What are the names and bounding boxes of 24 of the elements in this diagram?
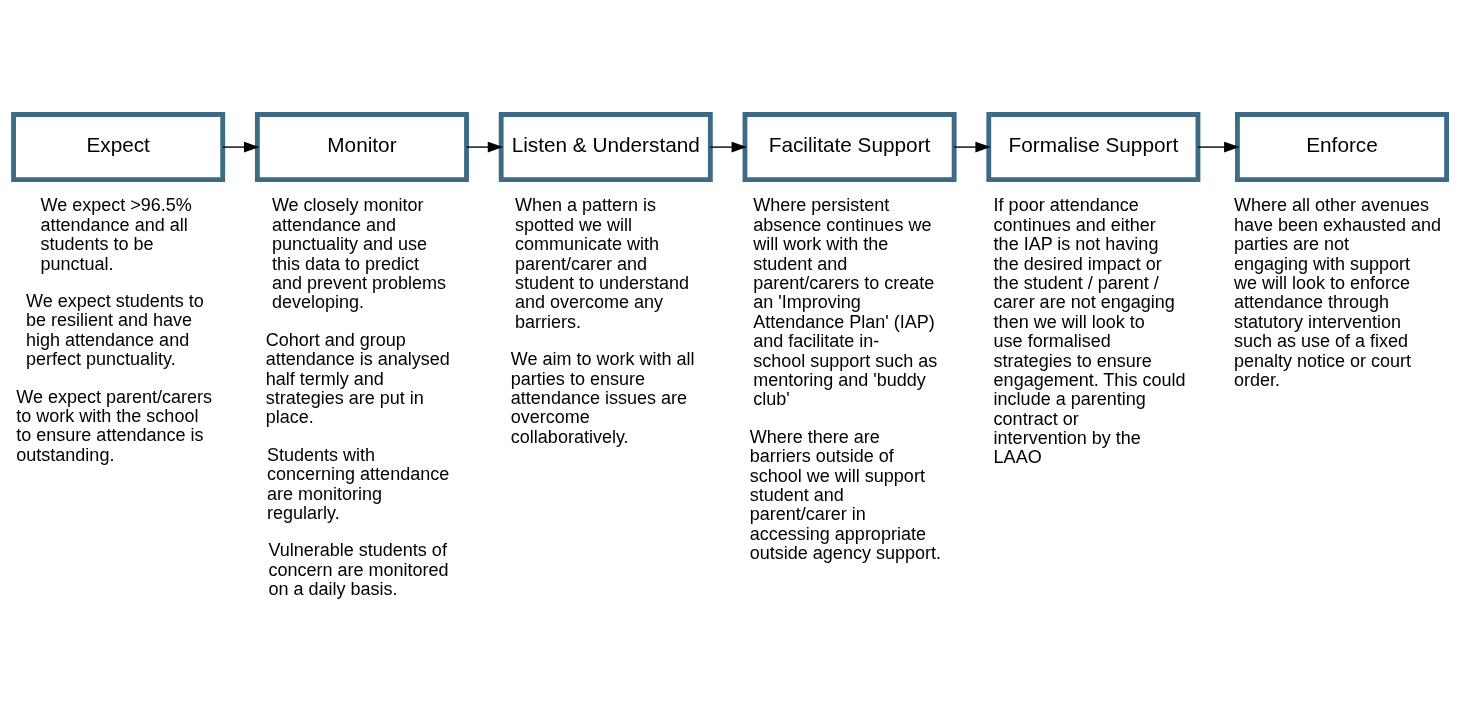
- arrow: [953, 141, 991, 152]
- node-label: When a pattern is spotted we will communicate with parent/carer and student to understand and overcome any barriers.: [515, 194, 690, 332]
- node-label: Vulnerable students of concern are monitored on a daily basis.: [268, 539, 449, 599]
- node-label: Where there are barriers outside of school we will support student and parent/carer in accessing appropriate outside agency support.: [749, 426, 941, 563]
- node-box: Enforce: [1235, 111, 1450, 182]
- arrow: [465, 141, 504, 152]
- node-label: Students with concerning attendance are monitoring regularly.: [267, 444, 450, 523]
- arrow: [1197, 141, 1240, 152]
- node-box: Monitor: [254, 111, 469, 182]
- node-label: We aim to work with all parties to ensure attendance issues are overcome collaboratively.: [510, 348, 695, 447]
- node-box: Formalise Support: [986, 111, 1201, 182]
- node-label: Where all other avenues have been exhausted and parties are not engaging with support we will look to enforce attendance through statutory intervention such as use of a fixed penalty notice or court order.: [1233, 194, 1442, 390]
- node-label: We expect students to be resilient and have high attendance and perfect punctuality.: [26, 290, 204, 369]
- node-box: Expect: [11, 111, 226, 182]
- arrow: [222, 141, 260, 152]
- node-label: Cohort and group attendance is analysed half termly and strategies are put in place.: [265, 329, 450, 427]
- node-box: Listen & Understand: [498, 111, 713, 182]
- node-label: We expect parent/carers to work with the school to ensure attendance is outstanding.: [16, 386, 213, 465]
- node-label: If poor attendance continues and either the IAP is not having the desired impact or the student / parent / carer are not engaging then we will look to use formalised strategies to ensure engagement. This could include a parenting contract or intervention by the LAAO: [993, 194, 1186, 467]
- arrow: [709, 141, 747, 152]
- node-label: We expect >96.5% attendance and all students to be punctual.: [40, 194, 192, 274]
- node-label: We closely monitor attendance and punctuality and use this data to predict and prevent problems developing.: [271, 194, 447, 312]
- node-box: Facilitate Support: [742, 111, 957, 182]
- node-label: Where persistent absence continues we will work with the student and parent/carers to create an 'Improving Attendance Plan' (IAP) and facilitate in-school support such as mentoring and 'buddy club': [753, 194, 938, 409]
